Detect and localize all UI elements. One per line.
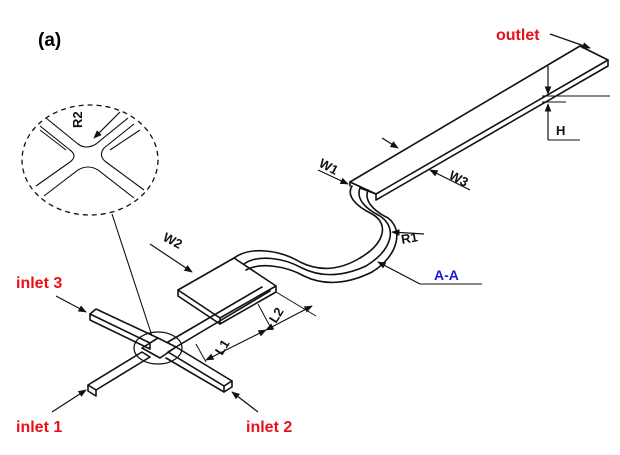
outlet-channel (349, 45, 609, 201)
section-a-a: A-A (377, 261, 482, 285)
inlet-2-arrow (231, 391, 259, 413)
h-label: H (556, 123, 565, 138)
inlet-2-label: inlet 2 (246, 419, 292, 436)
dimension-h: H (542, 66, 610, 141)
panel-label: (a) (38, 30, 61, 51)
dimension-w1: W1 (317, 155, 349, 185)
section-label: A-A (434, 267, 459, 283)
inlet-1-arrow (51, 389, 87, 413)
junction-zoom-inset: R2 (21, 104, 159, 216)
inlet-1-label: inlet 1 (16, 419, 62, 436)
w3-label: W3 (447, 167, 471, 189)
r2-label: R2 (70, 111, 85, 128)
l2-label: L2 (266, 305, 287, 326)
outlet-label: outlet (496, 27, 540, 44)
inlet-1-channel (87, 351, 151, 397)
dimension-r1: R1 (391, 229, 425, 247)
inlet-3-channel (89, 308, 159, 350)
outlet-arrow (549, 33, 591, 49)
serpentine-channel (233, 185, 398, 284)
dimension-w2: W2 (149, 229, 193, 273)
r1-label: R1 (400, 229, 419, 247)
inlet-3-label: inlet 3 (16, 275, 62, 292)
w1-label: W1 (317, 155, 341, 177)
inlet-3-arrow (55, 295, 87, 313)
w2-label: W2 (161, 229, 185, 251)
inset-leader (111, 213, 153, 337)
w2-chamber (177, 257, 277, 325)
l1-label: L1 (212, 337, 233, 358)
dimension-l1-l2: L1 L2 (195, 291, 317, 363)
cross-junction (133, 331, 183, 365)
